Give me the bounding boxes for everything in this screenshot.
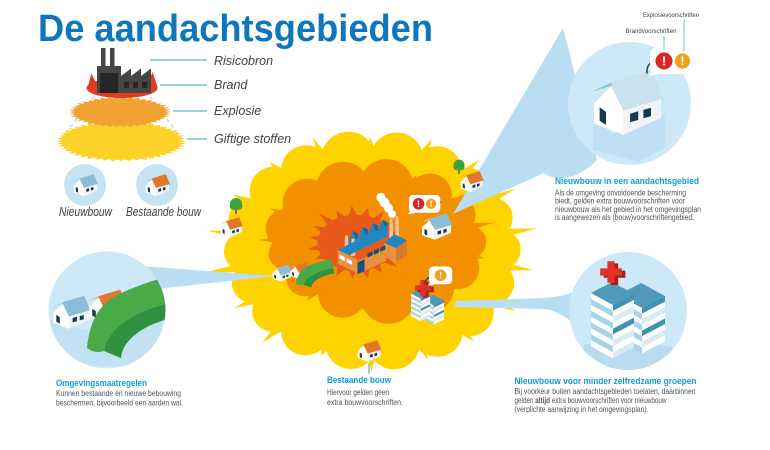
svg-text:Brand: Brand: [214, 78, 248, 92]
svg-text:Nieuwbouw: Nieuwbouw: [59, 205, 113, 219]
svg-text:gelden altijd extra bouwvoorsc: gelden altijd extra bouwvoorschriften vo…: [515, 396, 667, 405]
svg-text:!: !: [681, 54, 685, 68]
svg-text:De aandachtsgebieden: De aandachtsgebieden: [38, 8, 433, 50]
svg-text:Bestaande bouw: Bestaande bouw: [327, 375, 392, 386]
svg-text:nieuwbouw als het gebied in he: nieuwbouw als het gebied in het omgeving…: [555, 205, 701, 214]
svg-text:Als de omgeving onvoldoende be: Als de omgeving onvoldoende bescherming: [555, 189, 686, 198]
svg-text:Hiervoor gelden geen: Hiervoor gelden geen: [327, 388, 389, 397]
svg-text:Nieuwbouw voor minder zelfredz: Nieuwbouw voor minder zelfredzame groepe…: [515, 376, 697, 387]
svg-text:Risicobron: Risicobron: [214, 54, 273, 68]
svg-text:Explosievoorschriften: Explosievoorschriften: [643, 12, 699, 19]
svg-text:Brandvoorschriften: Brandvoorschriften: [626, 28, 677, 35]
svg-text:!: !: [430, 200, 433, 209]
svg-text:extra bouwvoorschriften.: extra bouwvoorschriften.: [327, 398, 403, 407]
svg-text:is aangewezen als (bouw)voorsc: is aangewezen als (bouw)voorschriftengeb…: [555, 213, 694, 222]
svg-text:!: !: [662, 53, 666, 68]
svg-text:!: !: [417, 199, 420, 209]
svg-text:Giftige stoffen: Giftige stoffen: [214, 132, 291, 146]
svg-text:biedt, gelden extra bouwvoorsc: biedt, gelden extra bouwvoorschriften vo…: [555, 197, 685, 206]
svg-text:Bestaande bouw: Bestaande bouw: [126, 205, 202, 219]
svg-text:Explosie: Explosie: [214, 104, 261, 118]
svg-text:Omgevingsmaatregelen: Omgevingsmaatregelen: [56, 378, 147, 389]
svg-text:Bij voorkeur buiten aandachtsg: Bij voorkeur buiten aandachtsgebieden to…: [515, 387, 696, 396]
svg-text:!: !: [439, 270, 442, 280]
svg-text:Kunnen bestaande én nieuwe beb: Kunnen bestaande én nieuwe bebouwing: [56, 389, 181, 398]
svg-text:(verplichte aanwijzing in het: (verplichte aanwijzing in het omgevingsp…: [515, 405, 649, 414]
svg-text:Nieuwbouw in een aandachtsgebi: Nieuwbouw in een aandachtsgebied: [555, 176, 699, 187]
svg-text:beschermen, bijvoorbeeld een a: beschermen, bijvoorbeeld een aarden wal.: [56, 399, 183, 408]
